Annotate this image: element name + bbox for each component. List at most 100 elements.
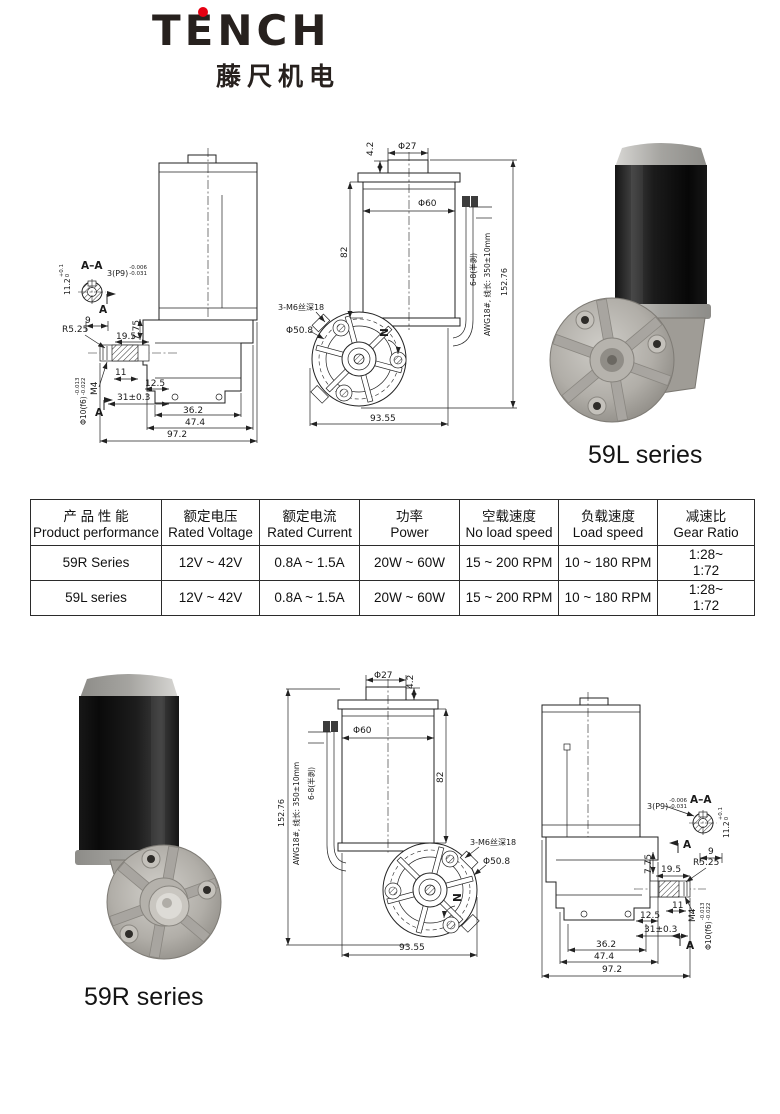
series-label-59r: 59R series [84, 983, 204, 1011]
side-view-line-art [78, 148, 258, 444]
dim-label: 97.2 [167, 430, 188, 440]
dim-label: 3(P9)-0.006-0.031 [107, 265, 147, 279]
dim-label: 7.75 [644, 853, 654, 874]
dim-label: Φ27 [398, 142, 417, 152]
table-cell: 20W ~ 60W [359, 545, 460, 581]
table-cell: 1:28~ 1:72 [657, 545, 755, 581]
logo-red-dot-icon [198, 7, 208, 17]
dim-label: 36.2 [183, 406, 204, 416]
dim-label: AWG18#, 线长: 350±10mm [292, 761, 301, 865]
dim-label: A [95, 407, 104, 419]
table-cell: 59L series [30, 580, 162, 616]
front-view-line-art [285, 675, 487, 958]
table-cell: 20W ~ 60W [359, 580, 460, 616]
tolerance-stack: -0.006-0.031 [669, 798, 687, 811]
dim-label: 97.2 [602, 965, 623, 975]
table-cell: 10 ~ 180 RPM [558, 580, 658, 616]
dim-label: 9 [85, 316, 91, 326]
dim-label: 47.4 [185, 418, 206, 428]
photo-59l-motor [545, 92, 765, 430]
dim-label: R5.25 [62, 325, 89, 335]
table-cell: 0.8A ~ 1.5A [259, 580, 360, 616]
table-cell: 15 ~ 200 RPM [459, 545, 559, 581]
dim-label: 31±0.3 [117, 393, 151, 403]
dim-label: A [99, 304, 108, 316]
dim-label: 7.75 [132, 319, 142, 340]
dim-label: 4.2 [366, 141, 376, 156]
dim-label: Φ60 [418, 199, 437, 209]
dim-label: N [379, 328, 391, 337]
dim-label: 11 [115, 368, 127, 378]
dim-label: 19.5 [116, 332, 137, 342]
tolerance-stack: -0.013-0.022 [75, 377, 88, 396]
dim-label: R5.25 [693, 858, 720, 868]
table-cell: 10 ~ 180 RPM [558, 545, 658, 581]
dim-label: 152.76 [500, 268, 509, 296]
dim-label: 82 [340, 246, 350, 258]
dim-label: 6-8(半剥) [307, 766, 316, 800]
table-cell: 59R Series [30, 545, 162, 581]
brand-logo: TENCH 藤尺机电 [152, 7, 341, 93]
table-cell: 12V ~ 42V [161, 545, 260, 581]
dim-label: N [452, 893, 464, 902]
dim-label: M4 [90, 381, 100, 396]
series-label-59l: 59L series [588, 441, 703, 469]
dim-label: 11 [672, 901, 684, 911]
dim-label: 31±0.3 [644, 925, 678, 935]
dim-label: 93.55 [370, 414, 396, 424]
dim-label: 4.2 [406, 674, 416, 689]
dim-label: 3(P9)-0.006-0.031 [647, 798, 687, 812]
dim-label: A [683, 839, 692, 851]
photo-59r-art [75, 674, 222, 960]
side-view-line-art [541, 692, 723, 979]
brand-wordmark: TENCH [152, 7, 340, 52]
table-cell: 15 ~ 200 RPM [459, 580, 559, 616]
dim-label: 82 [436, 771, 446, 783]
dim-label: 6-8(半剥) [469, 252, 478, 286]
dim-label: 12.5 [145, 379, 166, 389]
dim-label: A–A [81, 260, 103, 272]
brand-chinese: 藤尺机电 [216, 62, 341, 91]
dim-label: Φ50.8 [286, 326, 314, 336]
dim-label: 47.4 [594, 952, 615, 962]
dim-label: 93.55 [399, 943, 425, 953]
table-cell: 0.8A ~ 1.5A [259, 545, 360, 581]
dim-label: 19.5 [661, 865, 682, 875]
dim-label: Φ27 [374, 671, 393, 681]
photo-59r-motor [55, 660, 295, 970]
brand-wordmark-text: TENCH [152, 6, 331, 55]
photo-59l-art [549, 143, 711, 423]
dim-label: A [686, 940, 695, 952]
front-view-line-art [309, 148, 517, 427]
dim-label: AWG18#, 线长: 350±10mm [483, 232, 492, 336]
dim-label: 3-M6丝深18 [470, 838, 517, 847]
dim-label: 9 [708, 847, 714, 857]
dim-label: A–A [690, 794, 712, 806]
dim-label: Φ50.8 [483, 857, 511, 867]
table-cell: 12V ~ 42V [161, 580, 260, 616]
dim-label: 12.5 [640, 911, 661, 921]
dim-label: Φ60 [353, 726, 372, 736]
table-cell: 1:28~ 1:72 [657, 580, 755, 616]
dim-label: 3-M6丝深18 [278, 303, 325, 312]
dim-label: M4 [688, 908, 698, 923]
